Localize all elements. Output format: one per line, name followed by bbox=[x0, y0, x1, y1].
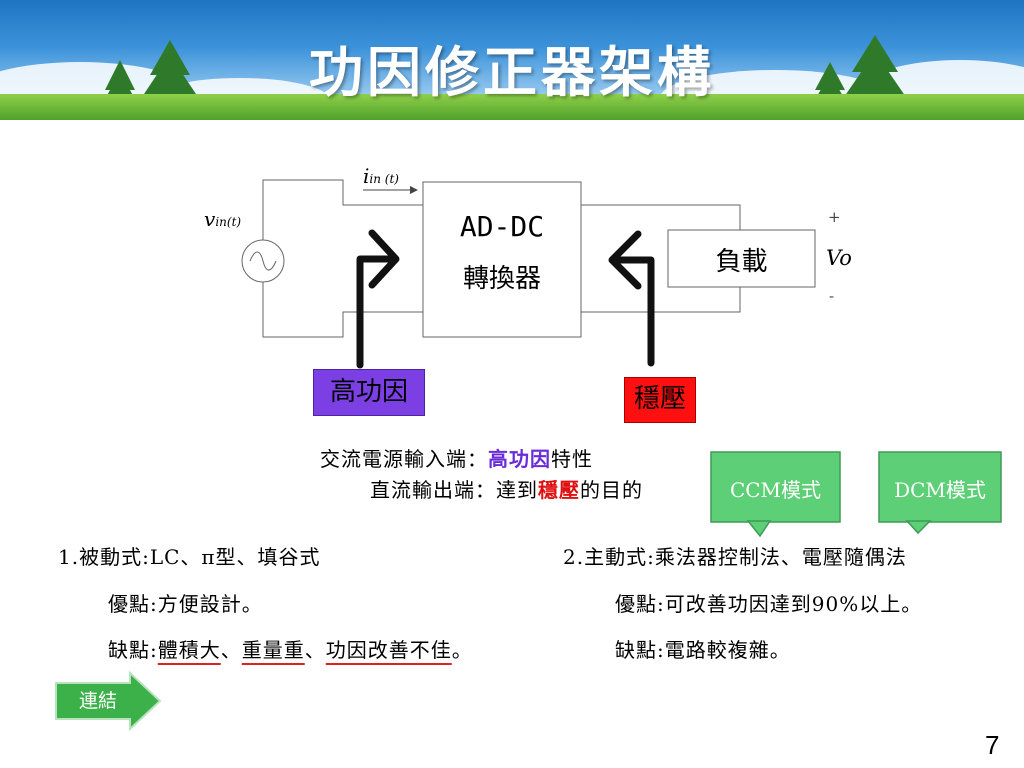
header-banner: 功因修正器架構 bbox=[0, 0, 1024, 120]
high-power-factor-tag: 高功因 bbox=[313, 369, 425, 416]
output-feedback-arrow-icon bbox=[613, 256, 655, 367]
load-label: 負載 bbox=[715, 247, 768, 277]
input-feedback-arrow-icon bbox=[356, 255, 399, 369]
ac-source-icon bbox=[241, 239, 285, 283]
voltage-regulation-tag: 穩壓 bbox=[624, 377, 696, 423]
input-wire-bottom bbox=[262, 282, 423, 338]
output-wire-top bbox=[581, 204, 741, 230]
passive-heading: 1.被動式:LC、π型、填谷式 bbox=[58, 545, 321, 569]
link-button[interactable]: 連結 bbox=[54, 671, 162, 731]
output-wire-bottom bbox=[581, 287, 741, 313]
converter-label-line2: 轉換器 bbox=[462, 264, 541, 294]
dcm-callout-shape bbox=[878, 451, 1002, 535]
grass-strip bbox=[0, 94, 1024, 120]
dcm-mode-callout: DCM模式 bbox=[894, 478, 986, 502]
description-line-2: 直流輸出端：達到穩壓的目的 bbox=[370, 478, 643, 502]
converter-label-line1: AD-DC bbox=[459, 210, 545, 243]
converter-block bbox=[422, 181, 582, 338]
output-voltage-label: Vo bbox=[826, 246, 852, 270]
output-minus-sign: - bbox=[829, 287, 835, 305]
input-current-label: iin (t) bbox=[363, 164, 399, 188]
active-cons: 缺點:電路較複雜。 bbox=[615, 638, 791, 662]
current-arrow-icon bbox=[410, 186, 418, 194]
right-arrow-icon bbox=[55, 671, 162, 731]
description-line-1: 交流電源輸入端：高功因特性 bbox=[320, 447, 593, 471]
ccm-mode-callout: CCM模式 bbox=[729, 478, 822, 502]
page-number: 7 bbox=[985, 730, 1000, 760]
passive-cons: 缺點:體積大、重量重、功因改善不佳。 bbox=[108, 638, 473, 662]
slide-title: 功因修正器架構 bbox=[309, 41, 715, 104]
output-plus-sign: + bbox=[828, 208, 841, 226]
passive-pros: 優點:方便設計。 bbox=[108, 592, 263, 616]
link-button-label: 連結 bbox=[78, 690, 117, 712]
input-wire-top bbox=[262, 179, 423, 240]
load-block bbox=[667, 229, 816, 288]
input-voltage-label: vin(t) bbox=[204, 207, 242, 231]
active-heading: 2.主動式:乘法器控制法、電壓隨偶法 bbox=[563, 545, 907, 569]
active-pros: 優點:可改善功因達到90%以上。 bbox=[615, 592, 923, 616]
ccm-callout-shape bbox=[710, 451, 841, 538]
